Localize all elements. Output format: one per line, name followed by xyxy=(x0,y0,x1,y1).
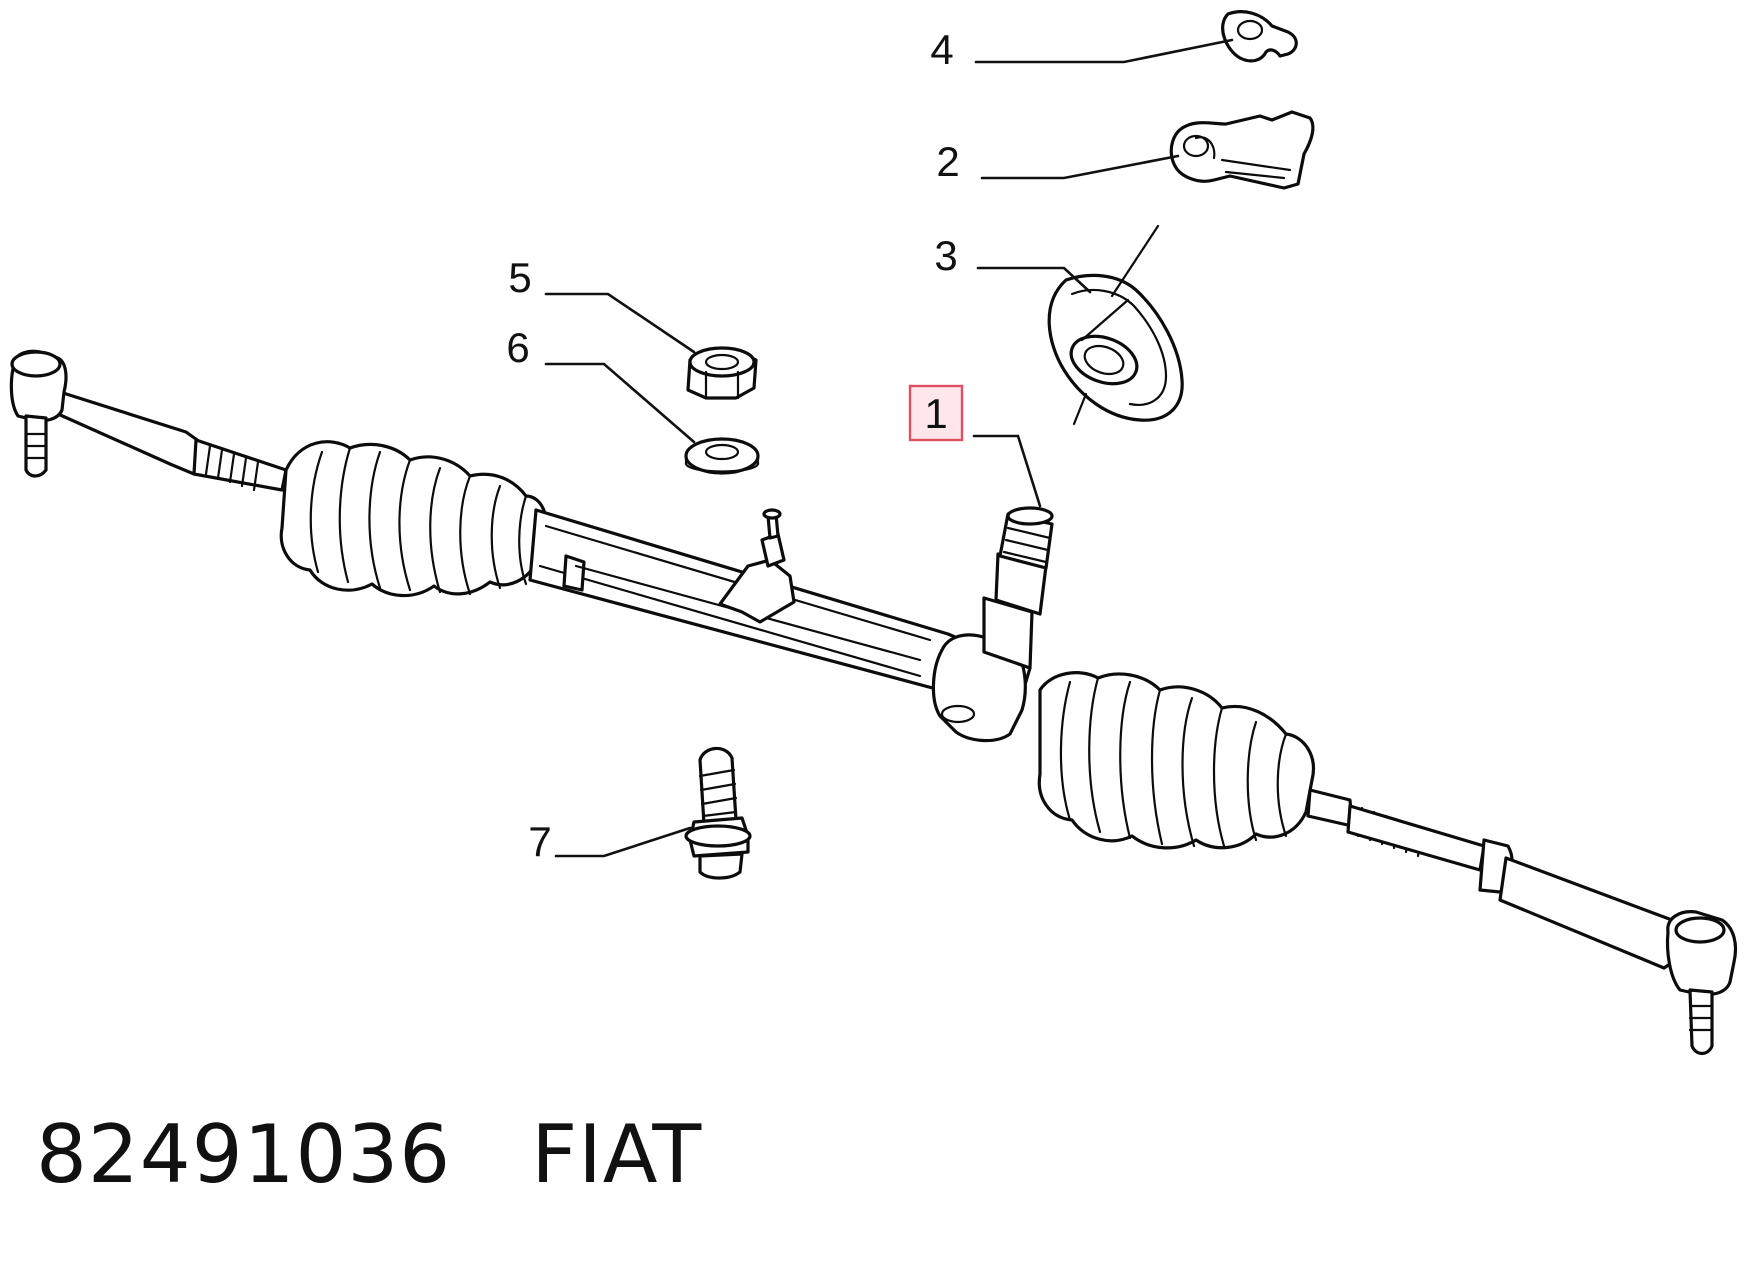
leader-line-4 xyxy=(974,38,1234,64)
part-4-clip xyxy=(1221,10,1298,63)
leader-line-5 xyxy=(544,292,696,354)
callout-7[interactable]: 7 xyxy=(528,818,551,865)
callout-6[interactable]: 6 xyxy=(506,324,529,371)
brand-name: FIAT xyxy=(531,1108,703,1201)
callout-1[interactable]: 1 xyxy=(924,390,947,437)
leader-line-6 xyxy=(544,362,696,444)
callout-2[interactable]: 2 xyxy=(936,138,959,185)
callout-3[interactable]: 3 xyxy=(934,232,957,279)
callout-1-highlight xyxy=(908,384,964,442)
callout-4[interactable]: 4 xyxy=(930,26,953,73)
part-caption: 82491036 FIAT xyxy=(36,1108,702,1201)
leader-line-7 xyxy=(554,826,692,858)
part-1-steering-rack xyxy=(9,349,1738,1056)
part-5-nut xyxy=(686,346,758,400)
leader-line-2 xyxy=(980,154,1180,180)
part-2-bracket xyxy=(1169,110,1315,190)
callout-5[interactable]: 5 xyxy=(508,254,531,301)
leader-line-1 xyxy=(972,434,1042,508)
part-number: 82491036 xyxy=(36,1108,452,1201)
part-7-bolt xyxy=(684,746,752,880)
part-6-washer xyxy=(684,437,760,475)
leader-line-3 xyxy=(976,266,1092,294)
part-3-dust-cover xyxy=(1047,224,1184,426)
